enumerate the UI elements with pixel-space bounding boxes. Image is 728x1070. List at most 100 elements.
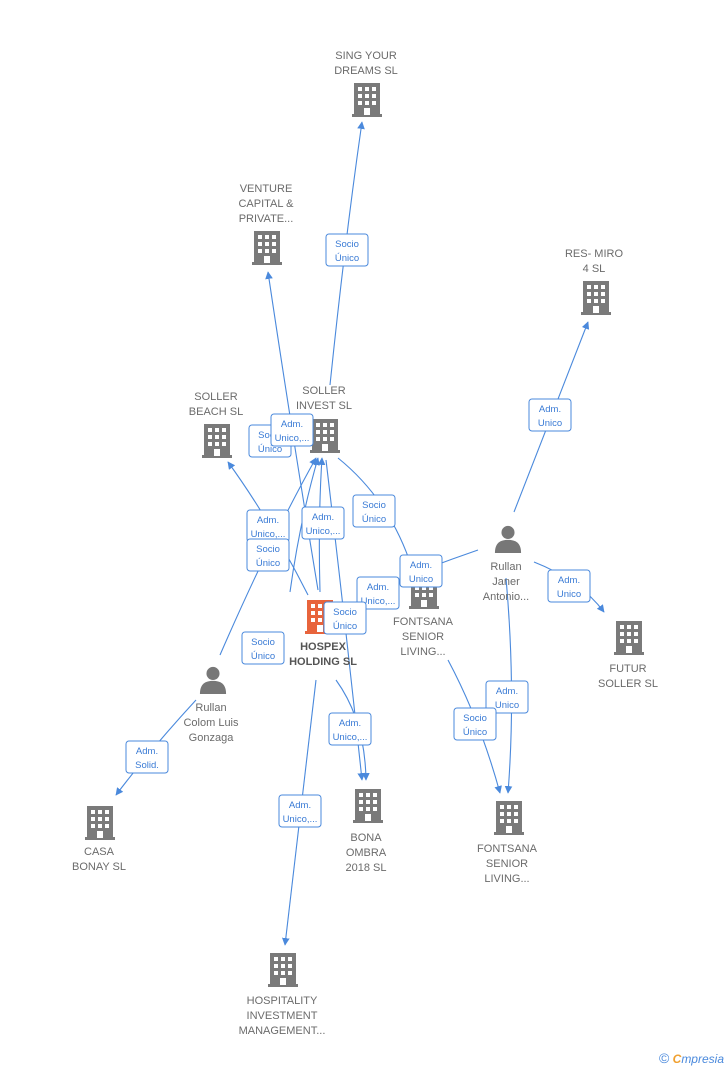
brand-logo-first: C (672, 1052, 682, 1066)
relation-badge[interactable]: Adm. Solid. (125, 740, 169, 774)
node-label-line: SENIOR (402, 631, 444, 643)
building-icon (494, 801, 524, 835)
relation-badge[interactable]: Adm. Unico,... (278, 794, 322, 828)
node-rullanj[interactable]: RullanJanerAntonio... (483, 525, 529, 603)
badge-label-line: Unico,... (361, 596, 396, 607)
badge-label-line: Único (251, 651, 275, 662)
node-label-line: BONA (350, 832, 382, 844)
node-solleri[interactable]: SOLLER INVEST SL (296, 385, 352, 453)
building-icon (85, 806, 115, 840)
node-label-line: FUTUR (609, 663, 646, 675)
badges-layer: SocioÚnicoAdm.UnicoSocioÚnicoAdm.Unico,.… (125, 233, 591, 828)
node-label-line: OMBRA (346, 847, 387, 859)
badge-label-line: Adm. (289, 800, 311, 811)
node-fontsana2[interactable]: FONTSANA SENIOR LIVING... (477, 801, 538, 885)
node-resmiro[interactable]: RES- MIRO 4 SL (565, 248, 624, 315)
node-label-line: DREAMS SL (334, 65, 398, 77)
badge-box (278, 794, 322, 828)
badge-label-line: Socio (258, 430, 282, 441)
node-label-line: LIVING... (484, 873, 529, 885)
node-label-line: SOLLER (302, 385, 345, 397)
badge-label-line: Solid. (135, 760, 159, 771)
badge-label-line: Unico,... (251, 529, 286, 540)
badge-label-line: Adm. (339, 718, 361, 729)
node-label-line: VENTURE (240, 183, 293, 195)
building-icon (252, 231, 282, 265)
badge-label-line: Unico,... (283, 814, 318, 825)
badge-box (356, 576, 400, 610)
badge-label-line: Adm. (539, 404, 561, 415)
badge-label-line: Adm. (496, 686, 518, 697)
badge-label-line: Unico (495, 700, 519, 711)
badge-label-line: Adm. (136, 746, 158, 757)
badge-box (528, 398, 572, 432)
node-label-line: Antonio... (483, 591, 529, 603)
relation-badge[interactable]: Adm. Unico (485, 680, 529, 714)
node-hospitality[interactable]: HOSPITALITYINVESTMENTMANAGEMENT... (239, 953, 326, 1037)
node-label-line: CAPITAL & (238, 198, 294, 210)
node-label-line: RES- MIRO (565, 248, 624, 260)
badge-label-line: Socio (335, 239, 359, 250)
badge-label-line: Adm. (410, 560, 432, 571)
relation-badge[interactable]: Adm. Unico,... (328, 712, 372, 746)
node-label-line: SENIOR (486, 858, 528, 870)
badge-label-line: Unico (538, 418, 562, 429)
relation-badge[interactable]: Adm. Unico (528, 398, 572, 432)
node-label-line: Janer (492, 576, 520, 588)
badge-box (125, 740, 169, 774)
badge-label-line: Unico,... (275, 433, 310, 444)
relation-badge[interactable]: Adm. Unico (399, 554, 443, 588)
badge-label-line: Unico,... (333, 732, 368, 743)
badge-label-line: Único (256, 558, 280, 569)
relation-badge[interactable]: Adm.Unico (547, 569, 591, 603)
badge-label-line: Socio (256, 544, 280, 555)
node-label-line: BEACH SL (189, 406, 243, 418)
node-label-line: Rullan (490, 561, 521, 573)
node-label-line: FONTSANA (393, 616, 454, 628)
badge-label-line: Adm. (281, 419, 303, 430)
badge-label-line: Unico (409, 574, 433, 585)
building-icon (353, 789, 383, 823)
relation-badge[interactable]: Adm.Unico,... (246, 509, 290, 543)
relation-badge[interactable]: Adm.Unico,... (356, 576, 400, 610)
badge-label-line: Socio (463, 713, 487, 724)
node-label-line: LIVING... (400, 646, 445, 658)
badge-box (246, 538, 290, 572)
node-label-line: MANAGEMENT... (239, 1025, 326, 1037)
badge-label-line: Unico,... (306, 526, 341, 537)
node-label-line: SING YOUR (335, 50, 397, 62)
footer-brand[interactable]: © Cmpresia (659, 1050, 724, 1066)
badge-label-line: Único (335, 253, 359, 264)
badge-box (325, 233, 369, 267)
badge-box (241, 631, 285, 665)
node-label-line: INVEST SL (296, 400, 352, 412)
node-fontsana1[interactable]: FONTSANA SENIOR LIVING... (393, 575, 454, 658)
relation-badge[interactable]: Adm.Unico,... (301, 506, 345, 540)
node-sing[interactable]: SING YOUR DREAMS SL (334, 50, 398, 117)
building-icon (614, 621, 644, 655)
relation-badge[interactable]: Adm. Unico,... (270, 413, 314, 447)
node-label-line: HOSPEX (300, 641, 347, 653)
badge-label-line: Único (362, 514, 386, 525)
badge-box (399, 554, 443, 588)
building-icon (202, 424, 232, 458)
node-label-line: BONAY SL (72, 861, 126, 873)
badge-box (301, 506, 345, 540)
node-label-line: FONTSANA (477, 843, 538, 855)
node-label-line: 4 SL (583, 263, 606, 275)
